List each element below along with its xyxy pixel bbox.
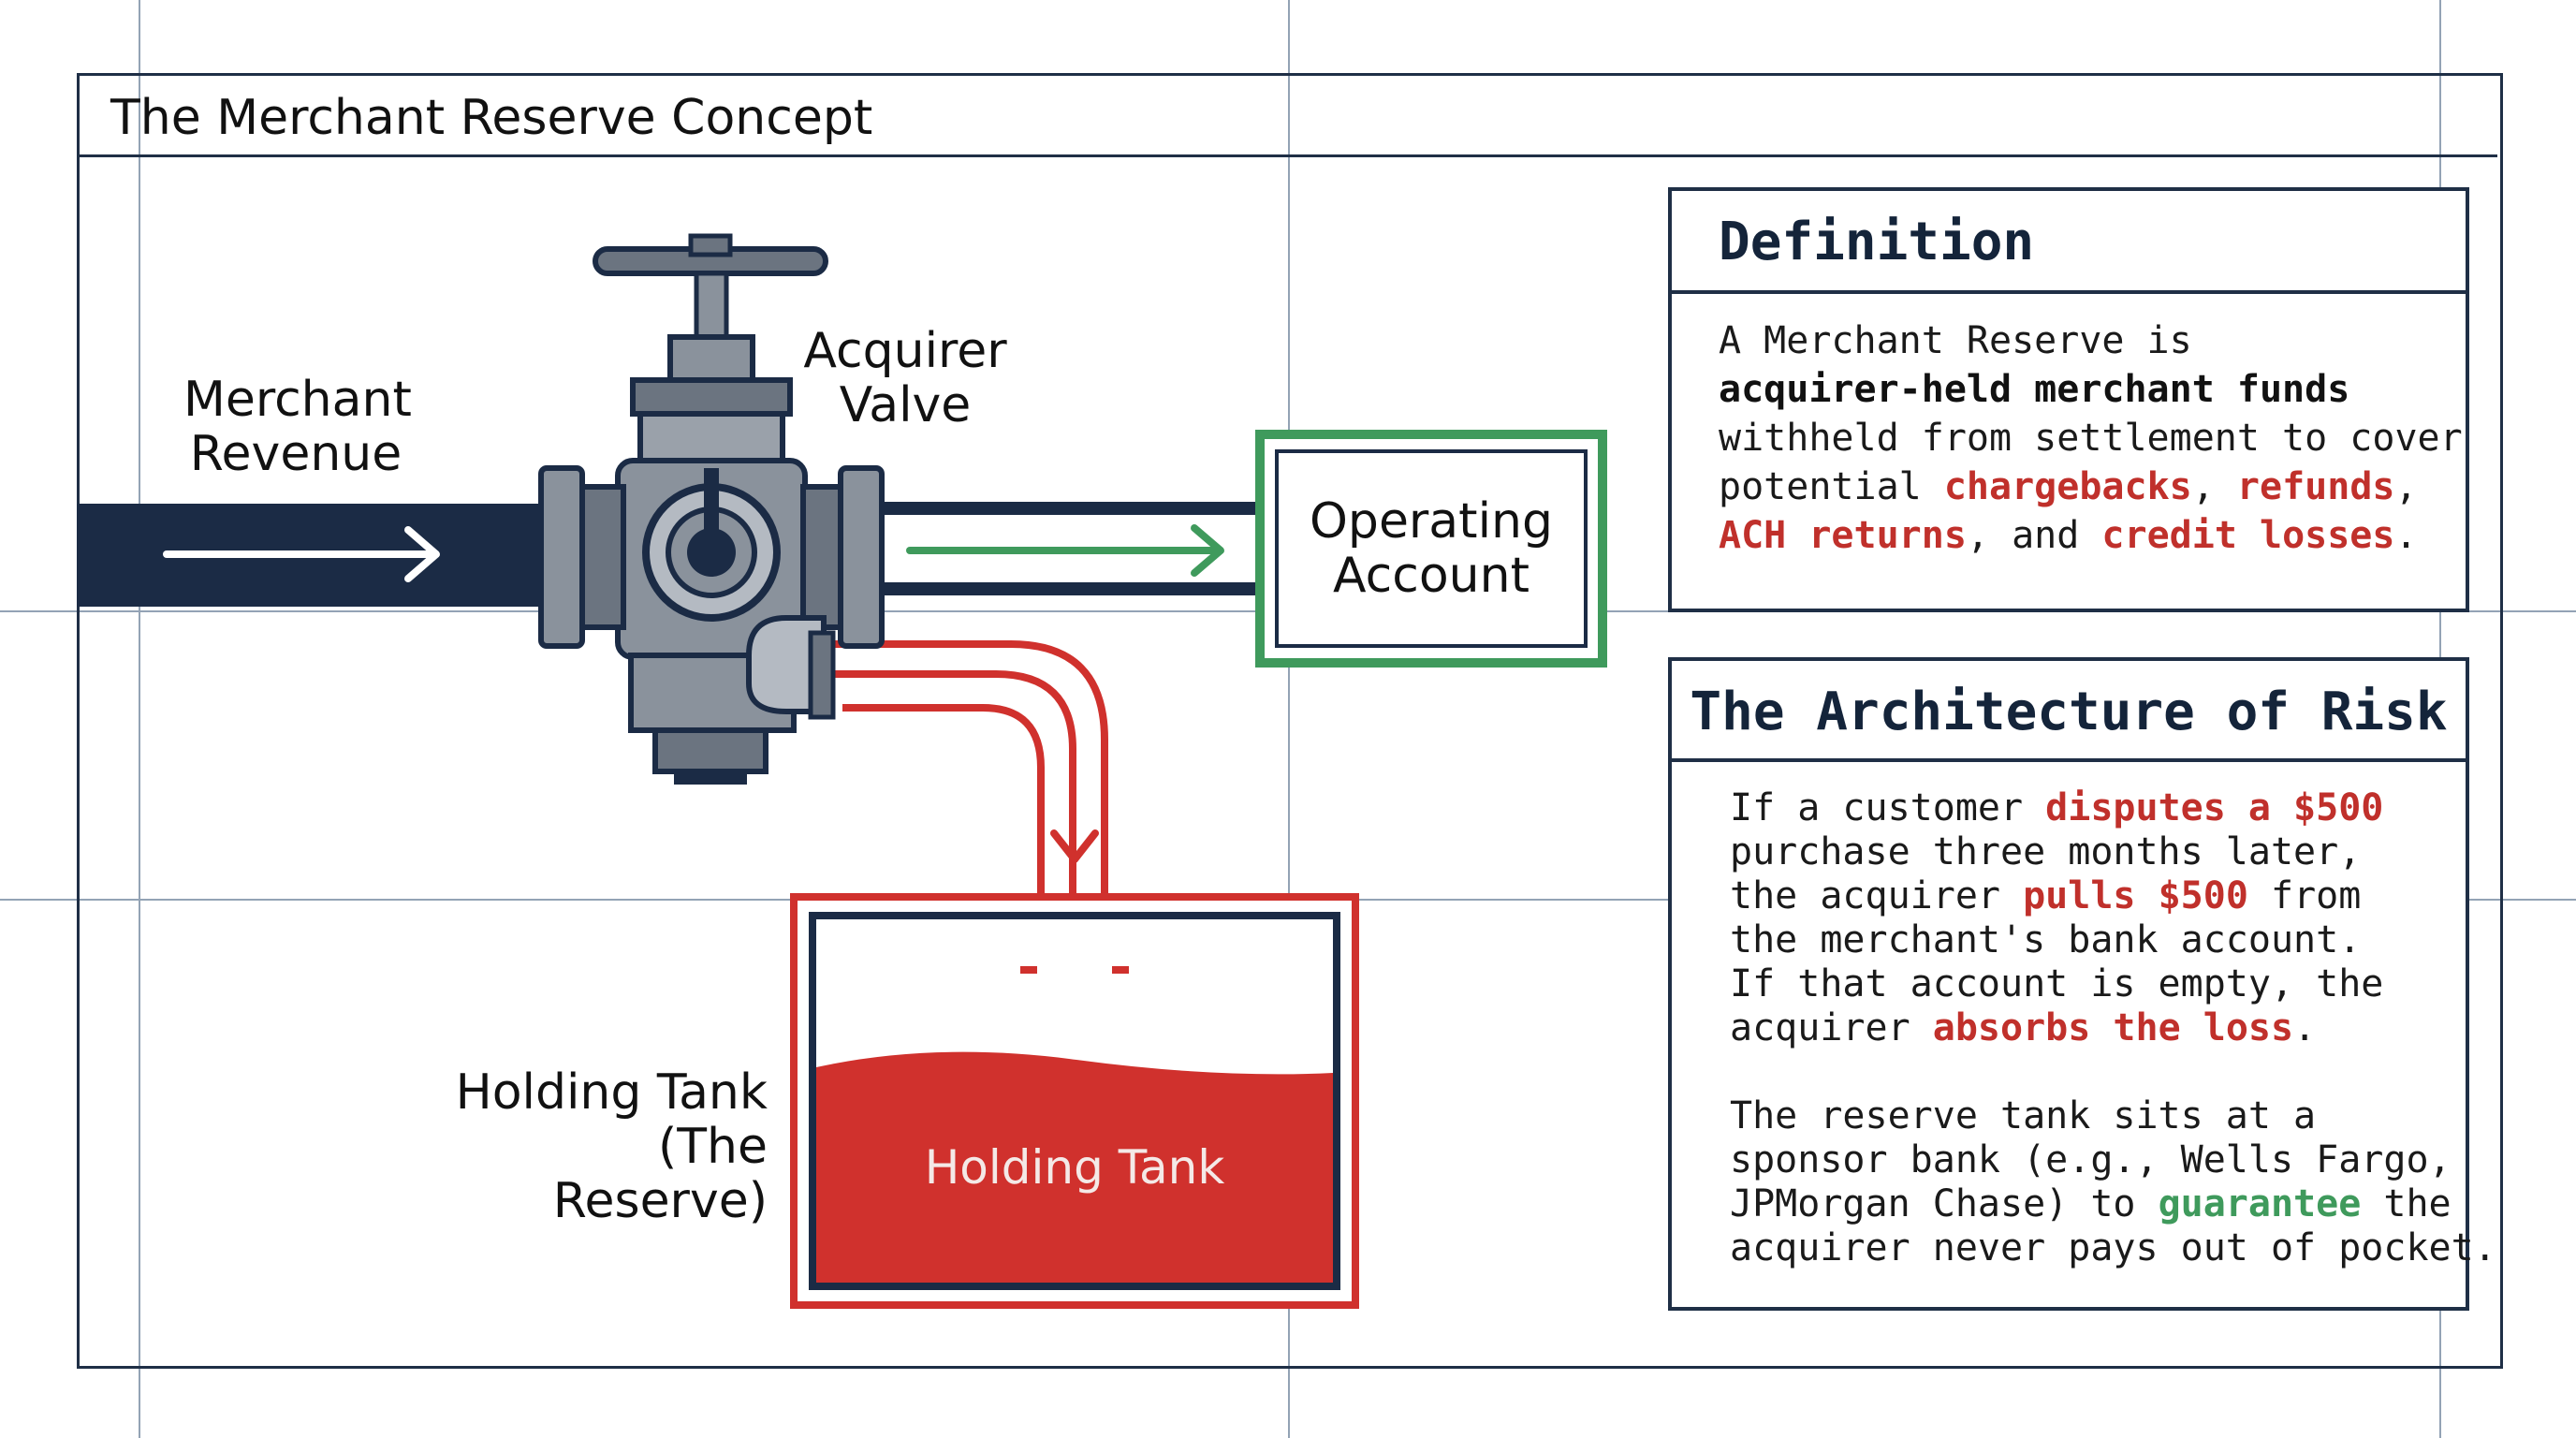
highlight-text: absorbs the loss [1932,1006,2294,1049]
operating-account-box [1255,430,1607,668]
label-line: (The Reserve) [552,1119,768,1229]
highlight-text: guarantee [2158,1182,2362,1225]
label-line: Revenue [189,426,402,482]
holding-tank-inner-label: Holding Tank [924,1140,1225,1195]
text-line [1730,1050,2496,1094]
text-segment: JPMorgan Chase) to [1730,1182,2159,1225]
text-segment: , and [1966,514,2102,557]
valve-icon [538,233,885,785]
operating-account-label: Operating Account [1277,494,1586,603]
text-line: ACH returns, and credit losses. [1719,511,2463,560]
text-segment: purchase three months later, [1730,830,2362,873]
highlight-text: acquirer-held merchant funds [1719,368,2350,411]
text-line: A Merchant Reserve is [1719,316,2463,365]
highlight-text: chargebacks [1943,465,2192,508]
risk-panel: The Architecture of Risk If a customer d… [1668,657,2496,1311]
label-line: Acquirer [803,323,1007,379]
text-segment: potential [1719,465,1944,508]
title-bar: The Merchant Reserve Concept [77,73,2497,157]
text-segment: acquirer [1730,1006,1933,1049]
text-segment: If that account is empty, the [1730,962,2384,1005]
label-line: Account [1333,548,1530,604]
text-segment: . [2293,1006,2317,1049]
label-line: Valve [839,377,972,433]
text-line: If that account is empty, the [1730,962,2496,1006]
text-line: If a customer disputes a $500 [1730,786,2496,830]
label-line: Operating [1310,493,1553,550]
highlight-text: ACH returns [1719,514,1967,557]
diagram-frame [77,73,2503,1369]
text-segment: acquirer never pays out of pocket. [1730,1226,2496,1269]
text-segment: the acquirer [1730,874,2024,917]
reserve-pipe [831,640,1108,970]
text-segment: the [2361,1182,2452,1225]
risk-heading: The Architecture of Risk [1690,682,2448,742]
arrow-right-icon [163,526,440,582]
definition-heading-bar: Definition [1672,191,2466,294]
text-line: purchase three months later, [1730,830,2496,874]
highlight-text: disputes a $500 [2045,786,2384,829]
text-segment: , [2394,465,2418,508]
text-segment: withheld from settlement to cover [1719,417,2463,460]
text-line: the acquirer pulls $500 from [1730,874,2496,918]
definition-heading: Definition [1719,212,2035,272]
arrow-right-icon [906,524,1224,577]
text-line: withheld from settlement to cover [1719,414,2463,462]
risk-heading-bar: The Architecture of Risk [1672,661,2466,762]
text-line: acquirer never pays out of pocket. [1730,1226,2496,1270]
tank-icon [790,893,1359,1309]
acquirer-valve-label: Acquirer Valve [798,324,1013,433]
holding-tank-caption: Holding Tank (The Reserve) [431,1065,768,1228]
grid-line [1288,0,1290,1438]
text-segment: A Merchant Reserve is [1719,319,2192,362]
text-line: sponsor bank (e.g., Wells Fargo, [1730,1138,2496,1182]
text-line: acquirer-held merchant funds [1719,365,2463,414]
text-line: JPMorgan Chase) to guarantee the [1730,1182,2496,1226]
text-segment: If a customer [1730,786,2046,829]
text-segment: the merchant's bank account. [1730,918,2362,961]
text-segment: The reserve tank sits at a [1730,1094,2317,1137]
highlight-text: pulls $500 [2023,874,2248,917]
arrow-down-icon [1050,829,1099,863]
grid-line [139,0,140,1438]
definition-text: A Merchant Reserve is acquirer-held merch… [1719,316,2463,560]
highlight-text: refunds [2236,465,2395,508]
label-line: Merchant [183,372,412,428]
page-title: The Merchant Reserve Concept [110,90,873,146]
text-segment: sponsor bank (e.g., Wells Fargo, [1730,1138,2452,1181]
merchant-revenue-label: Merchant Revenue [183,372,412,482]
text-segment: , [2191,465,2237,508]
definition-panel: Definition A Merchant Reserve is acquirer… [1668,187,2469,612]
text-line: The reserve tank sits at a [1730,1094,2496,1138]
text-segment: . [2394,514,2418,557]
text-line: the merchant's bank account. [1730,918,2496,962]
text-segment: from [2247,874,2362,917]
label-line: Holding Tank [455,1064,768,1121]
highlight-text: credit losses [2101,514,2395,557]
text-line: potential chargebacks, refunds, [1719,462,2463,511]
text-line: acquirer absorbs the loss. [1730,1006,2496,1050]
